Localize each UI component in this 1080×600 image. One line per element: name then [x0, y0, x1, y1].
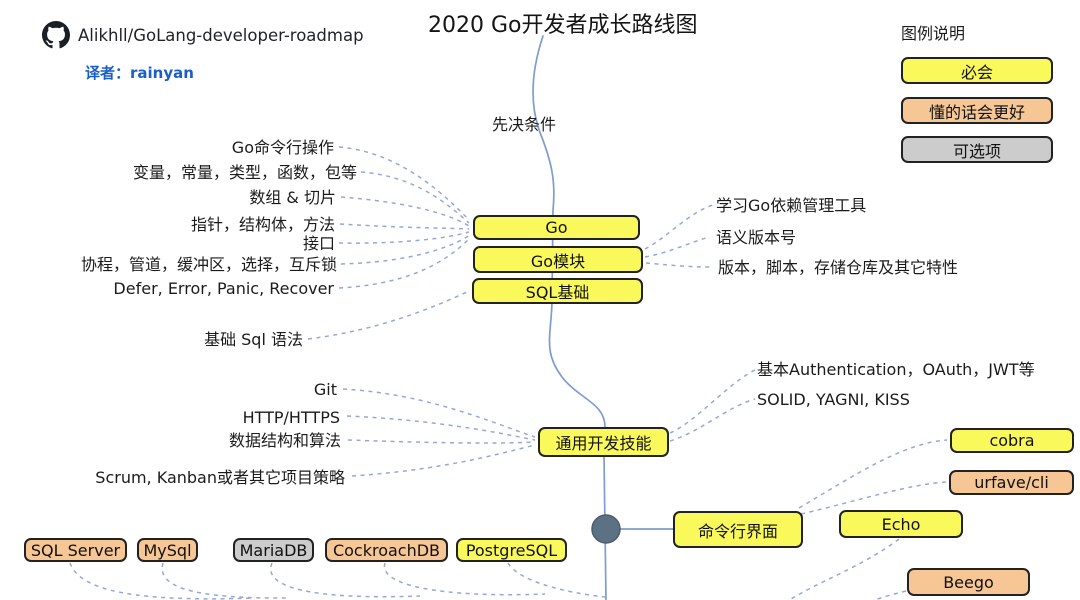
connector-mysql-down	[161, 562, 291, 599]
page-title: 2020 Go开发者成长路线图	[428, 13, 698, 38]
connector-dependency-tools	[644, 204, 714, 250]
label-http-https: HTTP/HTTPS	[242, 408, 340, 427]
connector-scrum	[351, 444, 536, 477]
junction-node	[591, 514, 621, 544]
connector-cobra	[798, 439, 948, 509]
connector-http	[346, 415, 536, 441]
label-arrays-slices: 数组 & 切片	[249, 188, 336, 207]
legend-title: 图例说明	[901, 24, 966, 43]
connector-git	[342, 388, 536, 438]
node-general-dev-skills: 通用开发技能	[538, 427, 669, 457]
connector-defer	[338, 237, 471, 289]
label-prerequisites: 先决条件	[492, 115, 557, 134]
trunk-mid	[548, 301, 606, 428]
connector-variables	[360, 171, 470, 224]
label-auth-oauth-jwt: 基本Authentication，OAuth，JWT等	[757, 360, 1035, 379]
label-dependency-tools: 学习Go依赖管理工具	[716, 196, 867, 215]
node-echo: Echo	[839, 510, 963, 538]
label-scrum-kanban: Scrum, Kanban或者其它项目策略	[95, 468, 345, 487]
connector-sqlserver-down	[69, 562, 256, 600]
connector-echo-down	[788, 538, 900, 600]
connector-basic-sql	[307, 290, 470, 340]
connector-mariadb-down	[270, 562, 421, 598]
connector-auth	[669, 369, 756, 434]
connector-dsa	[347, 439, 536, 444]
connector-beego-down	[872, 590, 907, 600]
connector-pointers	[339, 223, 470, 230]
node-mariadb: MariaDB	[233, 538, 314, 562]
node-postgresql: PostgreSQL	[456, 538, 567, 562]
node-cli-interface: 命令行界面	[673, 511, 803, 548]
connector-semver	[644, 236, 711, 258]
legend-item-optional: 可选项	[901, 136, 1053, 163]
node-mysql: MySql	[137, 538, 198, 562]
label-basic-sql-syntax: 基础 Sql 语法	[204, 330, 303, 349]
node-cockroachdb: CockroachDB	[325, 538, 448, 562]
label-interfaces: 接口	[302, 234, 335, 253]
connector-go-cli-ops	[338, 146, 470, 221]
connector-version-features	[645, 262, 713, 268]
label-git: Git	[313, 380, 337, 399]
repo-name: Alikhll/GoLang-developer-roadmap	[78, 26, 364, 45]
connector-arrays	[340, 196, 470, 227]
label-version-features: 版本，脚本，存储仓库及其它特性	[718, 258, 959, 277]
label-solid-yagni-kiss: SOLID, YAGNI, KISS	[757, 390, 910, 409]
legend-item-recommended: 懂的话会更好	[901, 97, 1053, 124]
translator-credit: 译者：rainyan	[85, 64, 194, 82]
legend-item-required: 必会	[901, 57, 1053, 84]
label-variables-types: 变量，常量，类型，函数，包等	[132, 163, 357, 182]
node-go: Go	[473, 215, 640, 240]
connector-urfave	[800, 481, 947, 515]
trunk-top	[532, 35, 555, 303]
node-go-modules: Go模块	[473, 246, 643, 273]
connector-cockroach-down	[383, 562, 546, 596]
connector-solid	[669, 398, 756, 442]
node-cobra: cobra	[950, 428, 1074, 453]
connector-goroutines	[340, 234, 471, 265]
connector-interfaces	[338, 231, 470, 244]
label-goroutines-channels: 协程，管道，缓冲区，选择，互斥锁	[80, 255, 337, 274]
label-data-structures: 数据结构和算法	[228, 431, 341, 450]
connector-postgres-down	[507, 562, 606, 598]
label-defer-error-panic: Defer, Error, Panic, Recover	[113, 279, 334, 298]
label-pointers-structs: 指针，结构体，方法	[190, 215, 335, 234]
github-icon	[42, 21, 70, 49]
node-sql-server: SQL Server	[24, 538, 127, 562]
node-sql-basics: SQL基础	[472, 278, 643, 304]
node-urfave-cli: urfave/cli	[949, 470, 1074, 495]
label-go-cli-ops: Go命令行操作	[231, 138, 334, 157]
label-semantic-versioning: 语义版本号	[716, 228, 797, 247]
node-beego: Beego	[907, 568, 1030, 596]
